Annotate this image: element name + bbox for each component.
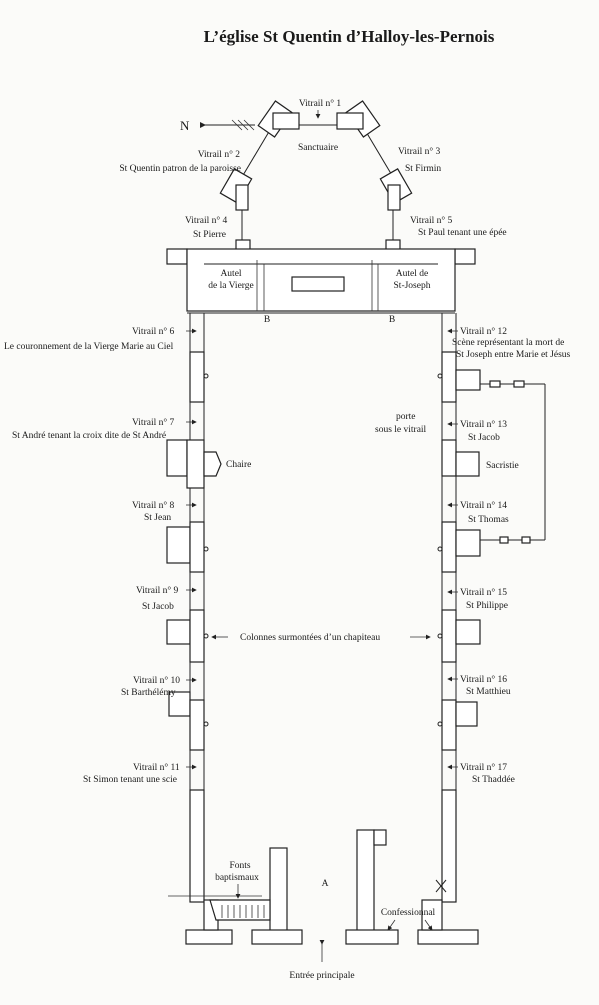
marker-b-right: B xyxy=(389,315,395,325)
sacristy-label: Sacristie xyxy=(486,461,519,471)
door-line2: sous le vitrail xyxy=(375,425,427,435)
window-13-label: Vitrail n° 13 xyxy=(460,419,507,430)
window-15-saint: St Philippe xyxy=(466,601,508,611)
north-label: N xyxy=(180,118,190,133)
confessional-label: Confessionnal xyxy=(381,907,436,918)
window-13-saint: St Jacob xyxy=(468,433,500,443)
window-9-label: Vitrail n° 9 xyxy=(136,585,179,596)
fonts-line1: Fonts xyxy=(229,861,250,871)
fonts-line2: baptismaux xyxy=(215,873,259,883)
apse xyxy=(219,100,413,251)
left-pillars xyxy=(166,351,222,903)
window-12-saint-line1: Scène représentant la mort de xyxy=(452,338,564,348)
sacristy xyxy=(480,380,546,544)
window-12-label: Vitrail n° 12 xyxy=(460,326,507,337)
window-10-label: Vitrail n° 10 xyxy=(133,675,180,686)
window-1-label: Vitrail n° 1 xyxy=(299,98,342,109)
entrance-area xyxy=(168,829,479,962)
window-6-saint: Le couronnement de la Vierge Marie au Ci… xyxy=(4,342,174,352)
window-4-saint: St Pierre xyxy=(193,230,226,240)
window-9-saint: St Jacob xyxy=(142,602,174,612)
window-5-label: Vitrail n° 5 xyxy=(410,215,453,226)
nave-walls xyxy=(189,313,457,800)
entrance-label: Entrée principale xyxy=(289,971,354,981)
window-16-label: Vitrail n° 16 xyxy=(460,674,507,685)
right-pillars xyxy=(437,351,481,903)
window-8-saint: St Jean xyxy=(144,513,171,523)
window-14-saint: St Thomas xyxy=(468,515,509,525)
altar-virgin-line1: Autel xyxy=(220,269,241,279)
marker-b-left: B xyxy=(264,315,270,325)
marker-a: A xyxy=(322,879,329,889)
pulpit-label: Chaire xyxy=(226,460,251,470)
window-3-saint: St Firmin xyxy=(405,164,441,174)
altar-joseph-line1: Autel de xyxy=(396,269,428,279)
window-17-label: Vitrail n° 17 xyxy=(460,762,507,773)
window-10-saint: St Barthélémy xyxy=(121,688,176,698)
window-12-saint-line2: St Joseph entre Marie et Jésus xyxy=(456,350,571,360)
north-arrow-icon xyxy=(200,119,255,131)
columns-label: Colonnes surmontées d’un chapiteau xyxy=(240,633,380,643)
window-16-saint: St Matthieu xyxy=(466,687,511,697)
sanctuary-label: Sanctuaire xyxy=(298,143,338,153)
window-7-saint: St André tenant la croix dite de St Andr… xyxy=(12,431,166,441)
window-17-saint: St Thaddée xyxy=(472,775,515,785)
window-11-saint: St Simon tenant une scie xyxy=(83,775,177,785)
window-2-saint: St Quentin patron de la paroisse xyxy=(119,164,241,174)
window-8-label: Vitrail n° 8 xyxy=(132,500,175,511)
altar-virgin-line2: de la Vierge xyxy=(208,281,254,291)
window-2-label: Vitrail n° 2 xyxy=(198,149,241,160)
window-5-saint: St Paul tenant une épée xyxy=(418,228,507,238)
page-title: L’église St Quentin d’Halloy-les-Pernois xyxy=(204,27,495,46)
choir xyxy=(166,248,476,314)
window-11-label: Vitrail n° 11 xyxy=(133,762,180,773)
window-7-label: Vitrail n° 7 xyxy=(132,417,175,428)
altar-joseph-line2: St-Joseph xyxy=(394,281,431,291)
window-6-label: Vitrail n° 6 xyxy=(132,326,175,337)
door-line1: porte xyxy=(396,412,416,422)
window-15-label: Vitrail n° 15 xyxy=(460,587,507,598)
window-4-label: Vitrail n° 4 xyxy=(185,215,228,226)
window-14-label: Vitrail n° 14 xyxy=(460,500,507,511)
window-pointers xyxy=(186,328,458,770)
window-3-label: Vitrail n° 3 xyxy=(398,146,441,157)
